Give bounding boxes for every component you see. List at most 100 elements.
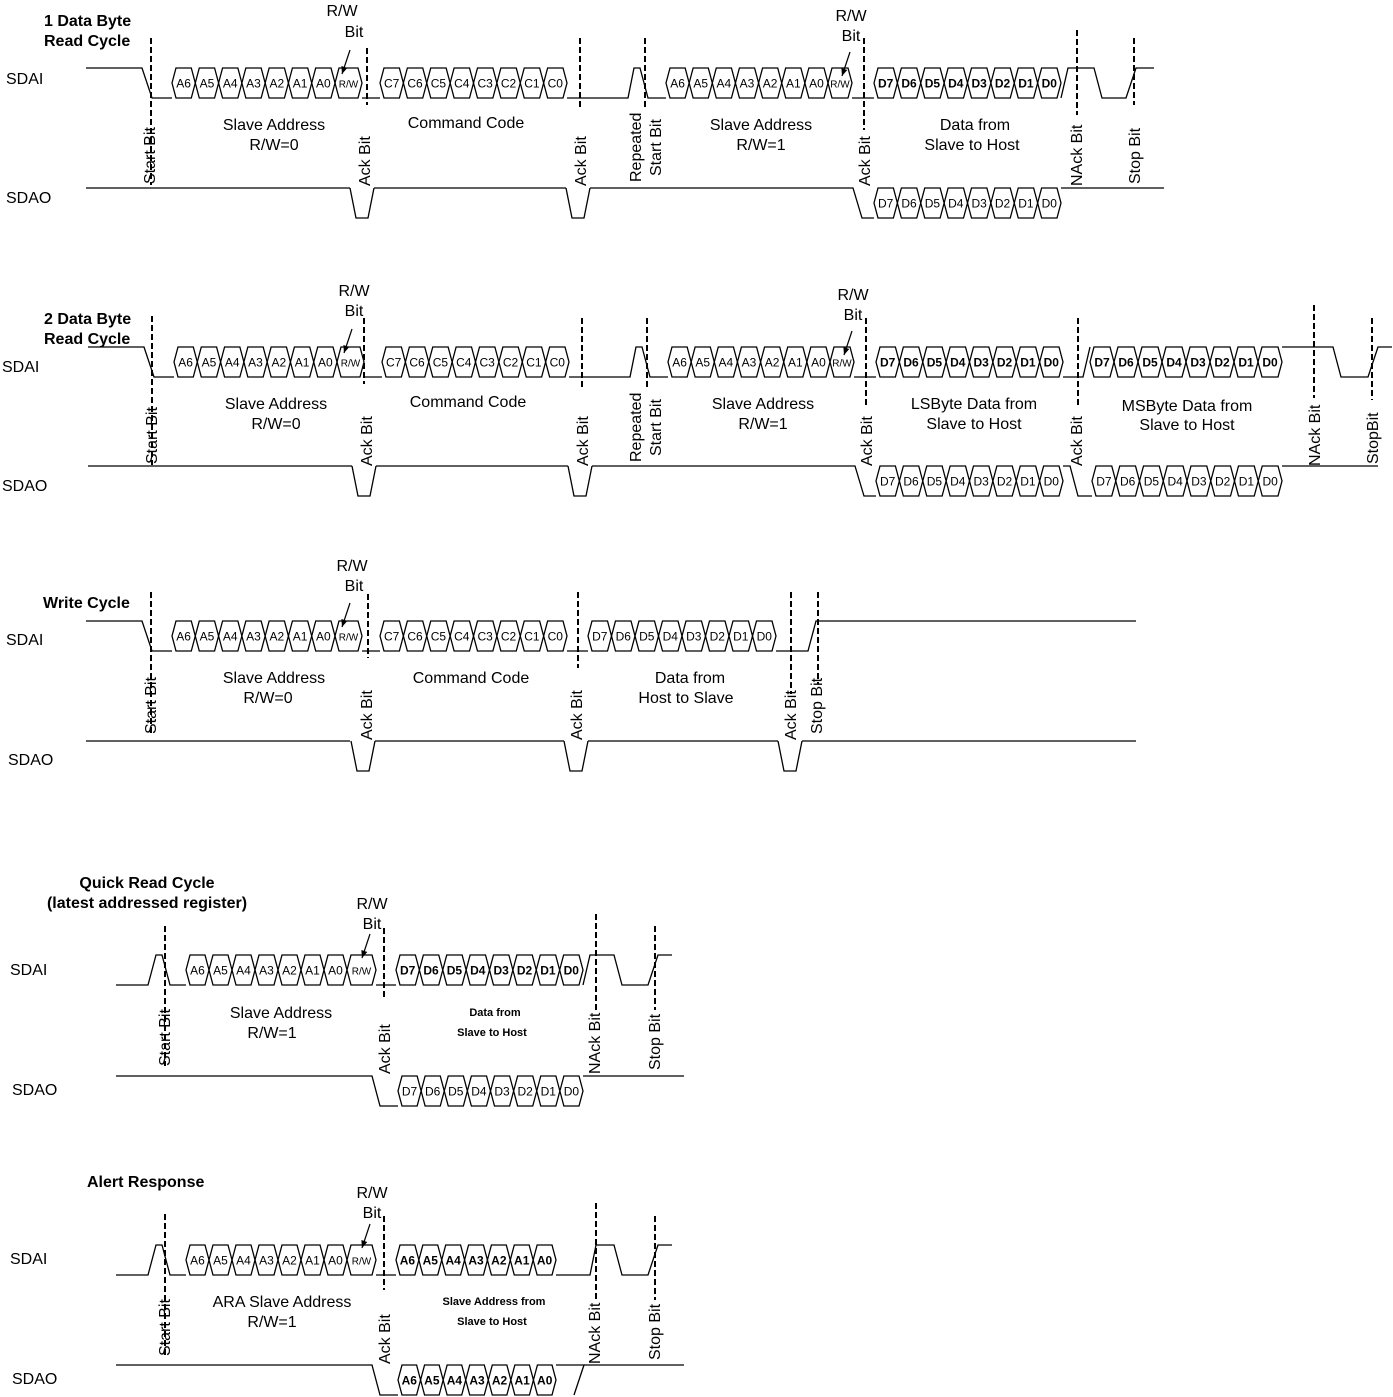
bit-label: A1: [514, 1254, 530, 1268]
bit-cell: [346, 954, 377, 986]
bit-label: A5: [200, 77, 215, 91]
bit-cell: [1036, 187, 1062, 219]
ack-pulse: [349, 187, 375, 219]
bit-label: C5: [431, 630, 447, 644]
bit-label: D4: [1167, 475, 1183, 489]
ack-bit-label: Ack Bit: [575, 416, 592, 466]
panel-1-title-line1: 1 Data Byte: [44, 13, 131, 30]
rw-bit-label-line1: R/W: [356, 896, 388, 913]
rw-bit-label-line2: Bit: [345, 303, 364, 320]
waveform-line: [590, 187, 874, 219]
bit-label: A1: [514, 1374, 530, 1388]
bit-label: D4: [471, 1085, 487, 1099]
bit-label: D5: [927, 475, 943, 489]
bit-label: D2: [517, 964, 533, 978]
bit-label: A1: [295, 356, 310, 370]
nack-bit-label: NAck Bit: [1307, 404, 1324, 466]
bit-cell: [542, 67, 568, 99]
ack-bit-label: Ack Bit: [857, 136, 874, 186]
waveform-line: [116, 954, 186, 986]
bit-label: D6: [1118, 356, 1134, 370]
sdai-label: SDAI: [6, 71, 43, 88]
bit-label: A2: [763, 77, 778, 91]
bit-label: D5: [927, 356, 943, 370]
sdao-label: SDAO: [6, 190, 51, 207]
rw-bit-label: R/W: [339, 633, 359, 644]
sdao-label: SDAO: [12, 1371, 57, 1388]
bit-label: A4: [717, 77, 732, 91]
bit-label: A4: [236, 1254, 251, 1268]
panel-4-title-line1: Quick Read Cycle: [79, 875, 214, 892]
panel-3-title: Write Cycle: [43, 595, 130, 612]
section-label: Slave Address: [712, 396, 814, 413]
bit-label: D1: [733, 630, 749, 644]
rw-bit-label-line2: Bit: [345, 24, 364, 41]
bit-label: A3: [468, 1254, 484, 1268]
bit-cell: [1036, 67, 1062, 99]
waveform-line: [556, 1364, 585, 1396]
bit-label: C2: [501, 630, 517, 644]
ack-pulse: [565, 187, 591, 219]
bit-label: A5: [695, 356, 710, 370]
waveform-line: [592, 465, 876, 497]
bit-cell: [336, 346, 365, 378]
start-bit-label: Start Bit: [648, 399, 665, 456]
waveform-line: [86, 620, 172, 652]
bit-cell: [532, 1364, 557, 1396]
ack-bit-label: Ack Bit: [377, 1024, 394, 1074]
section-label: R/W=1: [247, 1025, 296, 1042]
bit-label: A0: [811, 356, 826, 370]
arrow-head: [361, 950, 368, 958]
section-label: R/W=1: [247, 1314, 296, 1331]
bit-label: A2: [282, 964, 297, 978]
rw-bit-label: R/W: [352, 967, 372, 978]
bit-label: A0: [537, 1374, 553, 1388]
bit-cell: [346, 1244, 377, 1276]
panel-5-title: Alert Response: [87, 1174, 204, 1191]
bit-label: D2: [997, 475, 1013, 489]
arrow-head: [341, 66, 348, 74]
waveform-line: [88, 346, 174, 378]
bit-label: A0: [316, 77, 331, 91]
stop-bit-label: Stop Bit: [647, 1303, 664, 1360]
start-bit-label: Start Bit: [648, 119, 665, 176]
bit-label: A5: [200, 630, 215, 644]
bit-label: A2: [269, 630, 284, 644]
bit-label: A3: [469, 1374, 485, 1388]
bit-label: D0: [1262, 475, 1278, 489]
bit-label: D3: [974, 356, 990, 370]
ack-bit-label: Ack Bit: [359, 690, 376, 740]
bit-label: A0: [809, 77, 824, 91]
bit-label: D0: [1042, 77, 1058, 91]
bit-label: D2: [1214, 356, 1230, 370]
bit-label: A5: [213, 1254, 228, 1268]
section-label: R/W=1: [736, 137, 785, 154]
bit-cell: [1257, 346, 1283, 378]
bit-label: A2: [765, 356, 780, 370]
bit-label: D6: [1120, 475, 1136, 489]
bit-label: A0: [316, 630, 331, 644]
bit-label: A4: [719, 356, 734, 370]
section-label: ARA Slave Address: [213, 1294, 352, 1311]
waveform-line: [582, 954, 672, 986]
repeated-label: Repeated: [628, 113, 645, 182]
bit-label: D0: [1044, 356, 1060, 370]
bit-label: D4: [948, 77, 964, 91]
bit-label: D2: [995, 197, 1011, 211]
bit-label: C7: [384, 77, 400, 91]
rw-bit-label: R/W: [352, 1257, 372, 1268]
waveform-line: [116, 1075, 398, 1107]
bit-label: C4: [454, 630, 470, 644]
section-label: R/W=0: [243, 690, 292, 707]
bit-label: D0: [1044, 475, 1060, 489]
bit-label: A4: [223, 630, 238, 644]
sdao-label: SDAO: [8, 752, 53, 769]
bit-label: D4: [470, 964, 486, 978]
panel-1-title-line2: Read Cycle: [44, 33, 130, 50]
section-label: Slave Address from: [443, 1296, 546, 1308]
ack-pulse: [351, 465, 377, 497]
section-label: Slave Address: [230, 1005, 332, 1022]
